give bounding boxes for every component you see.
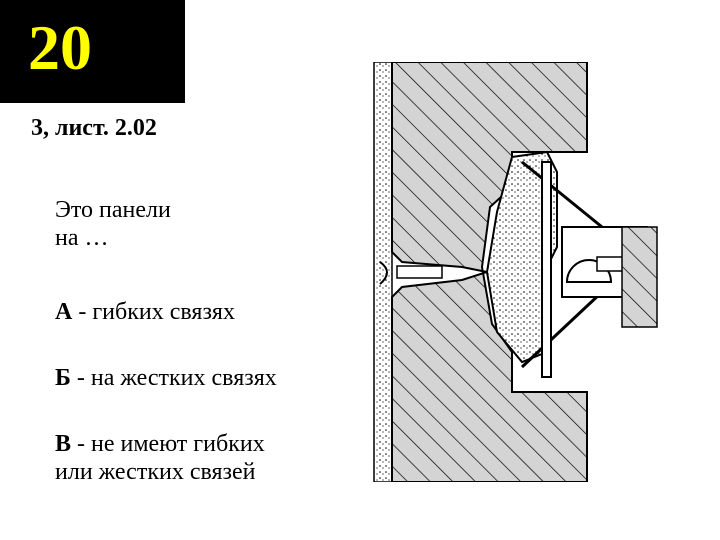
- slide-number-box: 20: [0, 0, 185, 103]
- answer-option-c[interactable]: В - не имеют гибких или жестких связей: [55, 430, 355, 486]
- question-line-2: на …: [55, 225, 109, 251]
- answer-option-a[interactable]: А - гибких связях: [55, 298, 235, 326]
- tie-upper: [521, 160, 603, 229]
- vertical-rod: [541, 161, 552, 378]
- tie-lower: [520, 290, 604, 369]
- right-panel-edge: [621, 226, 658, 328]
- panel-joint-drawing: [373, 62, 658, 482]
- answer-text-a: - гибких связях: [72, 299, 235, 325]
- slide-number: 20: [28, 12, 92, 83]
- answer-letter-a: А: [55, 299, 73, 325]
- answer-letter-b: Б: [55, 365, 71, 391]
- answer-line-c-2: или жестких связей: [55, 459, 256, 485]
- answer-text-c: - не имеют гибких: [71, 431, 265, 457]
- question-text: Это панели на …: [55, 196, 355, 252]
- question-line-1: Это панели: [55, 197, 171, 223]
- sheet-reference: 3, лист. 2.02: [31, 115, 157, 141]
- answer-option-b[interactable]: Б - на жестких связях: [55, 364, 277, 392]
- left-joint-insert: [396, 265, 443, 279]
- outer-wall-layer: [373, 62, 393, 482]
- joint-sealant: [379, 261, 388, 285]
- answer-line-c-1: В - не имеют гибких: [55, 430, 355, 458]
- answer-text-b: - на жестких связях: [70, 365, 277, 391]
- answer-letter-c: В: [55, 431, 72, 457]
